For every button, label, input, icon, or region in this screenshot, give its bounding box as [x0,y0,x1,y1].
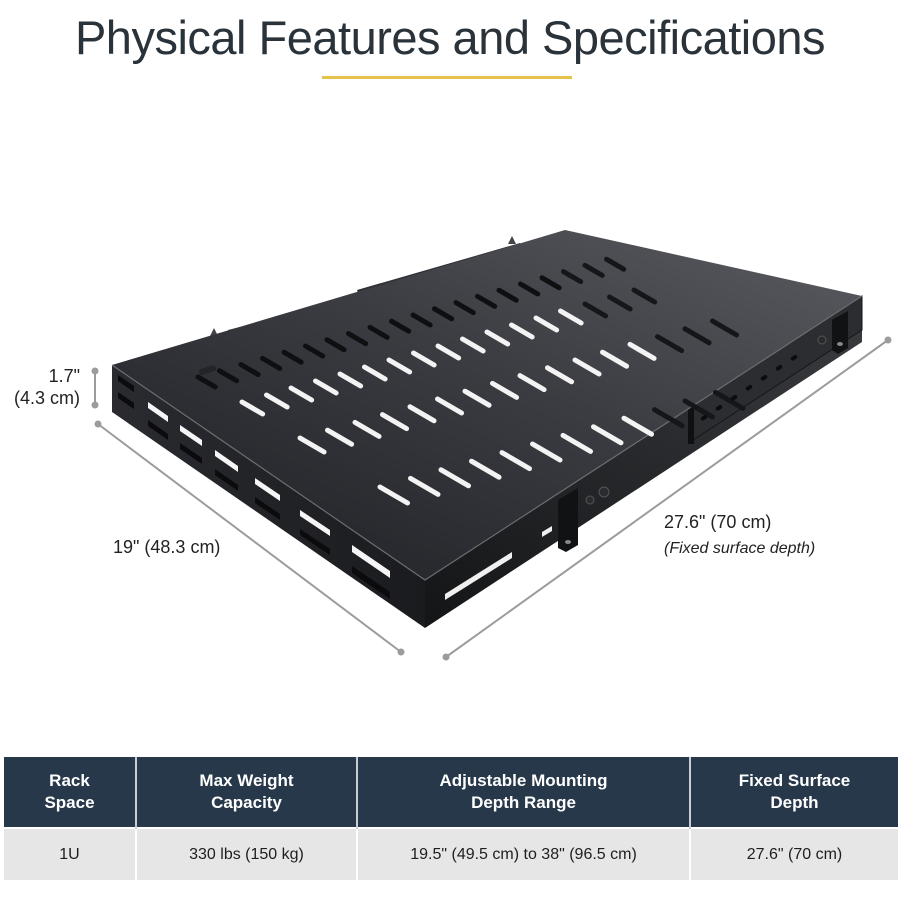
col-header-fixed-depth: Fixed Surface Depth [690,757,898,828]
spec-table-header-row: Rack Space Max Weight Capacity Adjustabl… [4,757,898,828]
depth-dimension-note: (Fixed surface depth) [664,540,816,557]
vent-slots [198,365,217,375]
title-underline [322,76,572,79]
depth-dimension-label: 27.6" (70 cm) [664,512,772,532]
col-header-max-weight: Max Weight Capacity [136,757,358,828]
height-metric: (4.3 cm) [13,388,80,408]
cell-fixed-depth: 27.6" (70 cm) [690,827,898,880]
mounting-ear [558,311,848,552]
spec-table: Rack Space Max Weight Capacity Adjustabl… [4,757,898,880]
cell-mounting-depth: 19.5" (49.5 cm) to 38" (96.5 cm) [357,827,691,880]
height-dimension-label: 1.7" (4.3 cm) [6,365,80,409]
height-imperial: 1.7" [48,366,80,386]
table-row: 1U 330 lbs (150 kg) 19.5" (49.5 cm) to 3… [4,827,898,880]
col-header-mounting-depth: Adjustable Mounting Depth Range [357,757,691,828]
rack-shelf-illustration [91,230,892,661]
side-wall-vents [118,375,390,599]
width-dimension-label: 19" (48.3 cm) [113,537,221,557]
col-header-rack-space: Rack Space [4,757,137,828]
cell-max-weight: 330 lbs (150 kg) [136,827,358,880]
page-title: Physical Features and Specifications [74,11,826,64]
shelf-left-wall [112,365,425,628]
dimension-lines [91,336,892,661]
cell-rack-space: 1U [4,827,137,880]
